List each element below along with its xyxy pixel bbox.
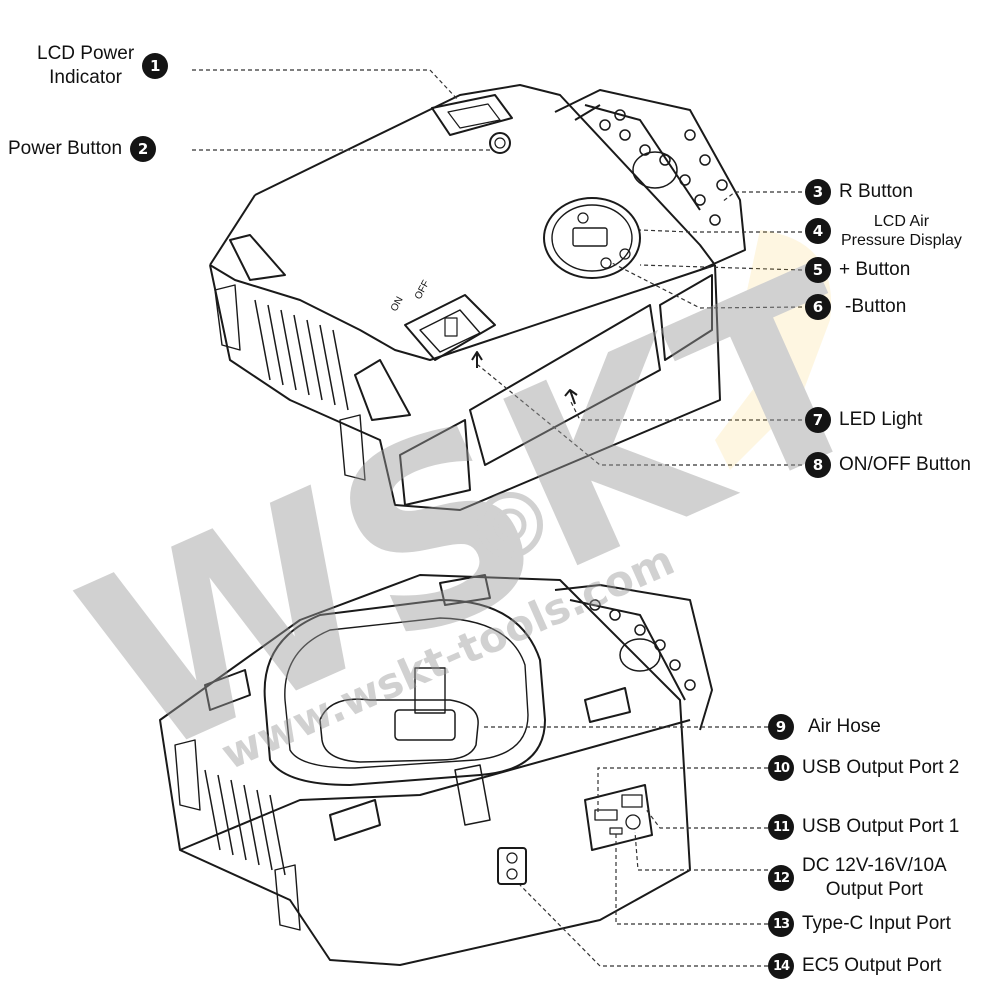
callout-14-label: EC5 Output Port bbox=[802, 955, 942, 976]
callout-3-label: R Button bbox=[839, 181, 913, 202]
bottom-device-underside-view bbox=[159, 574, 713, 966]
callout-14-badge: 14 bbox=[768, 953, 794, 979]
callout-7-badge: 7 bbox=[805, 407, 831, 433]
callout-7-label: LED Light bbox=[839, 409, 923, 430]
callout-1-badge: 1 bbox=[142, 53, 169, 79]
callout-9: 9 Air Hose bbox=[768, 714, 881, 740]
callout-13: 13 Type-C Input Port bbox=[768, 911, 951, 937]
callout-13-label: Type-C Input Port bbox=[802, 913, 951, 934]
callout-6-badge: 6 bbox=[805, 294, 831, 320]
callout-10-badge: 10 bbox=[768, 755, 794, 781]
callout-4-badge: 4 bbox=[805, 218, 831, 244]
callout-8-label: ON/OFF Button bbox=[839, 454, 971, 475]
callout-2-label: Power Button bbox=[8, 138, 123, 159]
callout-11: 11 USB Output Port 1 bbox=[768, 814, 959, 840]
callout-8: 8 ON/OFF Button bbox=[805, 452, 971, 478]
callout-12-badge: 12 bbox=[768, 865, 794, 891]
callout-6-label: -Button bbox=[845, 296, 907, 317]
top-device-front-view bbox=[209, 84, 746, 511]
callout-5: 5 + Button bbox=[805, 257, 910, 283]
callout-2: Power Button 2 bbox=[8, 136, 157, 162]
callout-9-label: Air Hose bbox=[808, 716, 881, 737]
callout-5-label: + Button bbox=[839, 259, 911, 280]
callout-2-badge: 2 bbox=[130, 136, 157, 162]
leader-lines bbox=[192, 69, 803, 967]
callout-6: 6 -Button bbox=[805, 294, 906, 320]
callout-3: 3 R Button bbox=[805, 179, 913, 205]
callout-5-badge: 5 bbox=[805, 257, 831, 283]
callout-9-badge: 9 bbox=[768, 714, 794, 740]
callout-11-label: USB Output Port 1 bbox=[802, 816, 960, 837]
callout-14: 14 EC5 Output Port bbox=[768, 953, 941, 979]
callout-7: 7 LED Light bbox=[805, 407, 922, 433]
callout-8-badge: 8 bbox=[805, 452, 831, 478]
callout-3-badge: 3 bbox=[805, 179, 831, 205]
callout-11-badge: 11 bbox=[768, 814, 794, 840]
callout-10-label: USB Output Port 2 bbox=[802, 757, 960, 778]
callout-10: 10 USB Output Port 2 bbox=[768, 755, 959, 781]
callout-13-badge: 13 bbox=[768, 911, 794, 937]
